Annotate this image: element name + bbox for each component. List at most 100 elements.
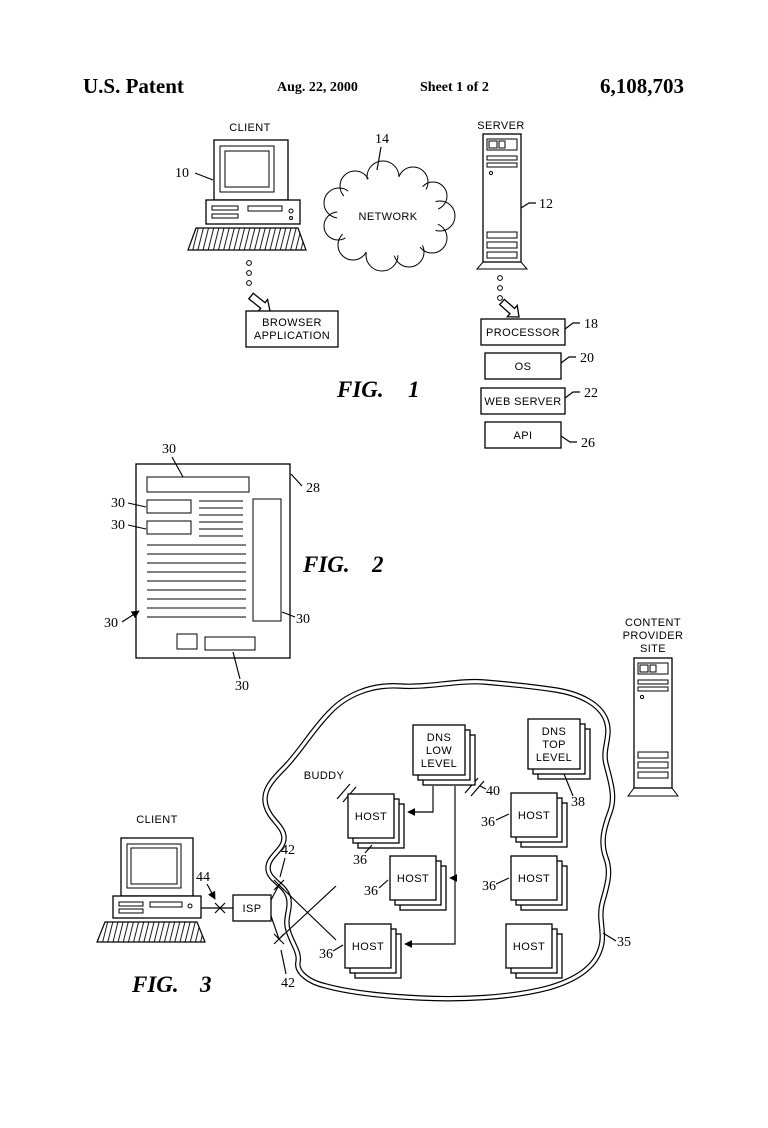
network-cloud: NETWORK [323, 160, 456, 272]
footer-box-2 [204, 636, 256, 651]
ref-30-right: 30 [296, 612, 310, 627]
ref-36-d: 36 [482, 879, 496, 894]
body-text-lines [147, 544, 246, 618]
ref-28: 28 [306, 481, 320, 496]
ref-44: 44 [196, 870, 210, 885]
isp-label: ISP [243, 903, 262, 915]
ref-30-bottom: 30 [235, 679, 249, 694]
dns-top-line3: LEVEL [536, 752, 572, 764]
host-5: HOST [344, 923, 402, 979]
content-provider-site: CONTENT PROVIDER SITE [623, 617, 683, 797]
patent-date: Aug. 22, 2000 [277, 80, 358, 95]
ref-30-top: 30 [162, 442, 176, 457]
header: U.S. Patent Aug. 22, 2000 Sheet 1 of 2 6… [83, 74, 684, 98]
ref-42-bottom: 42 [281, 976, 295, 991]
fig3-caption-number: 3 [199, 972, 212, 997]
browser-line1: BROWSER [262, 317, 322, 329]
fig2: 30 28 30 30 30 30 30 FIG. 2 [104, 442, 384, 694]
host-4: HOST [510, 855, 568, 911]
dns-low-level: DNS LOW LEVEL [412, 724, 476, 786]
ref-40: 40 [486, 784, 500, 799]
fig2-caption-number: 2 [371, 552, 384, 577]
host-label: HOST [518, 873, 550, 885]
server-base [475, 261, 529, 270]
host-6: HOST [505, 923, 563, 979]
processor-label: PROCESSOR [486, 327, 560, 339]
fig2-caption: FIG. 2 [302, 552, 384, 577]
down-arrow [498, 298, 520, 318]
browser-application-box: BROWSER APPLICATION [245, 310, 339, 348]
ref-20: 20 [580, 351, 594, 366]
fig1-server-tower [475, 133, 529, 270]
banner-box [146, 476, 250, 493]
ref-22: 22 [584, 386, 598, 401]
web-server-box [480, 387, 566, 415]
processor-box [480, 318, 566, 346]
fig1-client-label: CLIENT [229, 122, 271, 134]
element-box-2 [146, 520, 192, 535]
monitor [213, 139, 289, 201]
dns-low-line3: LEVEL [421, 758, 457, 770]
fig1-client-computer [187, 139, 307, 251]
down-arrow [247, 292, 271, 312]
link-x-top [273, 879, 285, 891]
fig1-caption: FIG. 1 [336, 377, 420, 402]
sheet-number: Sheet 1 of 2 [420, 80, 489, 95]
fig3-caption: FIG. 3 [131, 972, 212, 997]
sidebar-box [252, 498, 282, 622]
ref-14: 14 [375, 132, 389, 147]
monitor [120, 837, 194, 897]
ref-30-left2: 30 [111, 518, 125, 533]
content-provider-line3: SITE [640, 643, 666, 655]
short-text-lines [199, 500, 243, 537]
fig1-caption-prefix: FIG. [336, 377, 384, 402]
api-box [484, 421, 562, 449]
dns-low-line2: LOW [426, 745, 452, 757]
ref-30-bottomleft: 30 [104, 616, 118, 631]
ref-42-top: 42 [281, 843, 295, 858]
fig1-caption-number: 1 [408, 377, 420, 402]
link-x-left [214, 902, 226, 914]
element-box-1 [146, 499, 192, 514]
host-2: HOST [510, 792, 568, 848]
keyboard [187, 227, 307, 251]
fig1: CLIENT 10 NETWORK [175, 120, 598, 451]
host-label: HOST [355, 811, 387, 823]
ref-36-b: 36 [481, 815, 495, 830]
dns-routing-arrows [404, 786, 458, 949]
page-frame [135, 463, 291, 659]
ref-36-c: 36 [364, 884, 378, 899]
network-label: NETWORK [358, 211, 417, 223]
ref-12: 12 [539, 197, 553, 212]
fig2-caption-prefix: FIG. [302, 552, 350, 577]
patent-title: U.S. Patent [83, 74, 184, 98]
content-provider-line1: CONTENT [625, 617, 681, 629]
dns-low-line1: DNS [427, 732, 451, 744]
dns-top-line2: TOP [542, 739, 566, 751]
client-connection [246, 260, 271, 312]
ref-35: 35 [617, 935, 631, 950]
api-label: API [514, 430, 533, 442]
isp-box: ISP [232, 894, 272, 922]
host-3: HOST [389, 855, 447, 911]
server-connection [497, 275, 520, 318]
ref-10: 10 [175, 166, 189, 181]
fig3-caption-prefix: FIG. [131, 972, 179, 997]
web-page-wireframe [135, 463, 291, 659]
ref-26: 26 [581, 436, 595, 451]
dns-top-level: DNS TOP LEVEL [527, 718, 591, 780]
fig1-server-label: SERVER [477, 120, 524, 132]
fig3-client-computer [96, 837, 206, 943]
keyboard [96, 921, 206, 943]
provider-server-base [627, 787, 679, 797]
cpu-base [205, 199, 301, 225]
ref-36-e: 36 [319, 947, 333, 962]
ref-38: 38 [571, 795, 585, 810]
host-1: HOST [347, 793, 405, 849]
fig3: 35 CONTENT PROVIDER SITE BUDDY 40 [96, 617, 683, 1002]
ref-30-left1: 30 [111, 496, 125, 511]
browser-line2: APPLICATION [254, 330, 330, 342]
isp-network-links [270, 879, 337, 945]
